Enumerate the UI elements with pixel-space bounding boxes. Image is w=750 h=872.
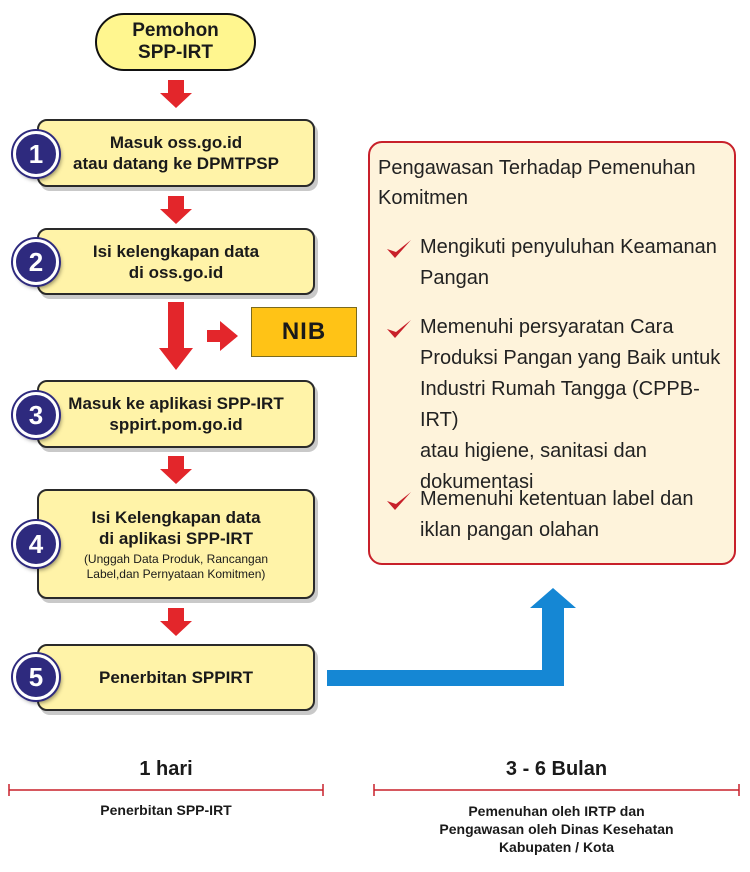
step-4-note2: Label,dan Pernyataan Komitmen): [86, 566, 266, 581]
panel-item-2-line2: Produksi Pangan yang Baik untuk: [420, 347, 721, 369]
arrow-start-to-step1: [160, 80, 192, 108]
arrow-step4-to-step5: [160, 608, 192, 636]
panel-item-1-line1: Mengikuti penyuluhan Keamanan: [420, 236, 717, 258]
panel-title-line1: Pengawasan Terhadap Pemenuhan: [378, 157, 696, 179]
panel-item-2-line4: atau higiene, sanitasi dan: [420, 440, 647, 462]
checkmark-icon: [387, 320, 411, 338]
commitment-panel: [368, 141, 736, 565]
step-1-line2: atau datang ke DPMTPSP: [73, 154, 279, 173]
start-line1: Pemohon: [132, 20, 219, 41]
start-line2: SPP-IRT: [138, 42, 213, 63]
step-4-number-badge: 4: [13, 521, 59, 567]
panel-item-3-line1: Memenuhi ketentuan label dan: [420, 488, 694, 510]
step-3-box: Masuk ke aplikasi SPP-IRT sppirt.pom.go.…: [37, 380, 315, 448]
step-4-note1: (Unggah Data Produk, Rancangan: [83, 551, 269, 566]
step-1-number-badge: 1: [13, 131, 59, 177]
timeline-right-caption: Pemenuhan oleh IRTP dan Pengawasan oleh …: [374, 802, 739, 856]
panel-item-3-line2: iklan pangan olahan: [420, 519, 600, 541]
panel-title-line2: Komitmen: [378, 187, 469, 209]
arrow-step3-to-step4: [160, 456, 192, 484]
step-5-box: Penerbitan SPPIRT: [37, 644, 315, 711]
panel-item-1-line2: Pangan: [420, 267, 489, 289]
panel-item-2-line1: Memenuhi persyaratan Cara: [420, 316, 674, 338]
arrow-step2-to-step3: [159, 302, 193, 370]
step-3-line1: Masuk ke aplikasi SPP-IRT: [68, 394, 284, 413]
step-3-number-badge: 3: [13, 392, 59, 438]
step-2-number-badge: 2: [13, 239, 59, 285]
step-3-line2: sppirt.pom.go.id: [109, 415, 243, 434]
step-4-line2: di aplikasi SPP-IRT: [99, 528, 253, 548]
timeline-right-caption-line3: Kabupaten / Kota: [498, 839, 615, 855]
start-node: Pemohon SPP-IRT: [95, 13, 256, 71]
timeline-right-duration: 3 - 6 Bulan: [505, 758, 608, 780]
panel-title: Pengawasan Terhadap Pemenuhan Komitmen: [378, 153, 728, 213]
step-5-line1: Penerbitan SPPIRT: [99, 668, 253, 687]
timeline-left-caption: Penerbitan SPP-IRT: [100, 802, 232, 818]
timeline-right-caption-line2: Pengawasan oleh Dinas Kesehatan: [439, 821, 674, 837]
arrow-step5-to-panel: [327, 588, 576, 686]
step-1-line1: Masuk oss.go.id: [109, 133, 243, 152]
step-4-line1: Isi Kelengkapan data: [91, 507, 261, 527]
step-2-box: Isi kelengkapan data di oss.go.id: [37, 228, 315, 295]
checkmark-icon: [387, 492, 411, 510]
step-2-line2: di oss.go.id: [128, 262, 224, 282]
step-1-box: Masuk oss.go.id atau datang ke DPMTPSP: [37, 119, 315, 187]
panel-item-2-line3: Industri Rumah Tangga (CPPB-IRT): [420, 378, 700, 431]
arrow-to-nib: [207, 321, 238, 351]
nib-box: NIB: [251, 307, 357, 357]
step-4-box: Isi Kelengkapan data di aplikasi SPP-IRT…: [37, 489, 315, 599]
panel-item-3: Memenuhi ketentuan label dan iklan panga…: [386, 484, 731, 546]
timeline-left-duration: 1 hari: [139, 758, 193, 780]
panel-item-1: Mengikuti penyuluhan Keamanan Pangan: [386, 232, 731, 294]
panel-item-2: Memenuhi persyaratan Cara Produksi Panga…: [386, 312, 731, 498]
step-5-number-badge: 5: [13, 654, 59, 700]
checkmark-icon: [387, 240, 411, 258]
arrow-step1-to-step2: [160, 196, 192, 224]
panel-item-2-line5: dokumentasi: [420, 471, 534, 493]
timeline-right-caption-line1: Pemenuhan oleh IRTP dan: [468, 803, 645, 819]
step-2-line1: Isi kelengkapan data: [92, 241, 260, 261]
